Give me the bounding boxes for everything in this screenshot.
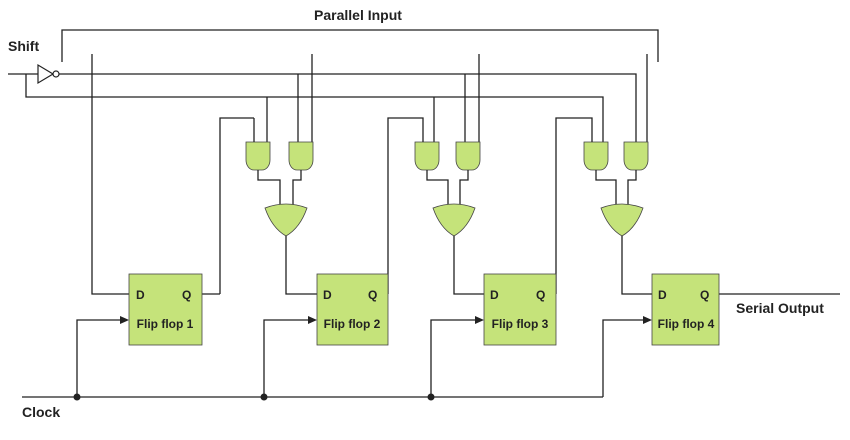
ff1-d-label: D <box>136 288 145 302</box>
ff3-d-label: D <box>490 288 499 302</box>
serial-output-label: Serial Output <box>736 300 824 316</box>
and-gate-1a <box>219 117 271 294</box>
parallel-input-label: Parallel Input <box>314 7 402 23</box>
flip-flop-2: D Q Flip flop 2 <box>316 273 389 346</box>
or-gate-3 <box>595 170 652 295</box>
shift-taps <box>266 97 435 142</box>
flip-flop-3: D Q Flip flop 3 <box>483 273 557 346</box>
clock-label: Clock <box>22 404 60 420</box>
or-gate-2 <box>426 170 484 295</box>
ff3-name: Flip flop 3 <box>492 317 549 331</box>
ff4-d-label: D <box>658 288 667 302</box>
and-gate-1b <box>288 141 314 171</box>
ff4-q-label: Q <box>700 288 709 302</box>
inverter-gate <box>37 63 60 85</box>
and-gate-2b <box>455 141 481 171</box>
parallel-input-lines <box>91 54 648 295</box>
clock-wires <box>22 319 643 398</box>
and-gate-2a <box>387 117 440 294</box>
ff2-name: Flip flop 2 <box>324 317 381 331</box>
clock-junctions <box>73 393 435 401</box>
or-gate-1 <box>257 170 317 295</box>
shift-label: Shift <box>8 38 39 54</box>
ff2-q-label: Q <box>368 288 377 302</box>
ff4-name: Flip flop 4 <box>658 317 715 331</box>
shift-input-wire <box>8 73 604 142</box>
and-gate-3a <box>555 117 609 294</box>
and-gate-3b <box>623 141 649 171</box>
clock-arrows <box>120 316 652 324</box>
ff1-name: Flip flop 1 <box>137 317 194 331</box>
ff1-q-label: Q <box>182 288 191 302</box>
ff2-d-label: D <box>323 288 332 302</box>
ff3-q-label: Q <box>536 288 545 302</box>
flip-flop-1: D Q Flip flop 1 <box>128 273 203 346</box>
parallel-input-bracket <box>61 29 659 62</box>
flip-flop-4: D Q Flip flop 4 <box>651 273 720 346</box>
inverted-shift-wire <box>59 73 637 142</box>
